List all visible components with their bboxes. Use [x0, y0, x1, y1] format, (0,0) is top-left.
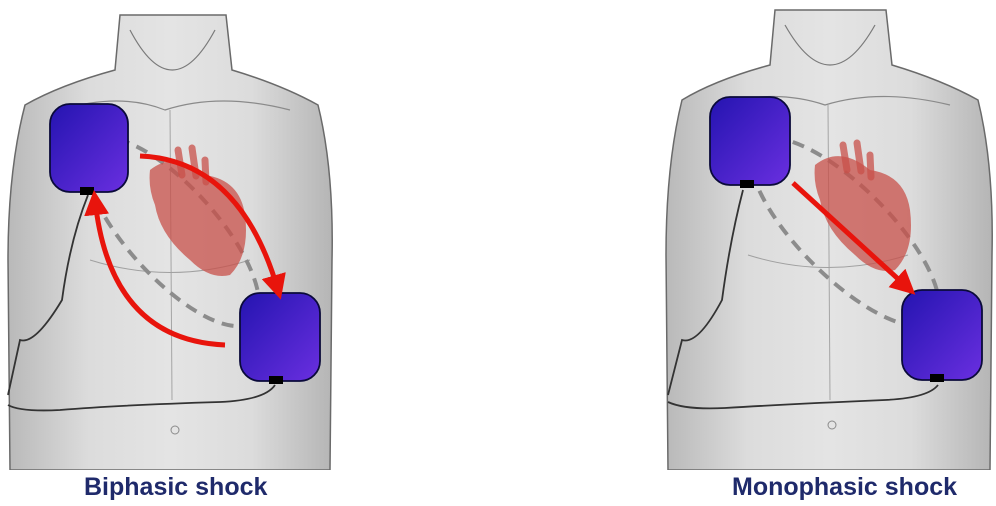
biphasic-caption: Biphasic shock: [84, 473, 267, 502]
monophasic-caption: Monophasic shock: [732, 473, 957, 502]
monophasic-panel: Monophasic shock: [660, 0, 996, 506]
defibrillator-pad-lower: [902, 290, 982, 380]
monophasic-torso-illustration: [660, 0, 996, 470]
biphasic-torso-illustration: [0, 0, 340, 470]
torso-outline: [8, 15, 332, 470]
defibrillator-pad-lower: [240, 293, 320, 381]
defibrillator-pad-upper: [50, 104, 128, 192]
defibrillator-pad-upper: [710, 97, 790, 185]
biphasic-panel: Biphasic shock: [0, 0, 340, 506]
